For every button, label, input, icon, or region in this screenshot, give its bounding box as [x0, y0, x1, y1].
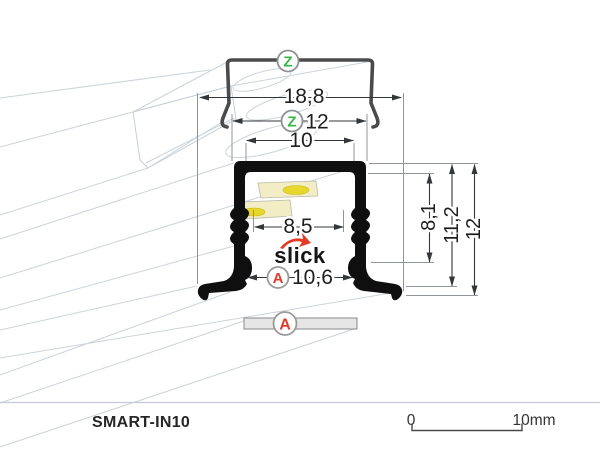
dimension-labels: 18,8 12 10 8,5 10,6 8,1 11,2 12	[281, 83, 488, 292]
diffuser-rect	[243, 317, 358, 330]
ghost-cover-endface	[132, 85, 237, 169]
marker-a-dim-label: A	[273, 270, 284, 287]
marker-a-dim-circle	[266, 266, 290, 289]
profile-body	[197, 161, 403, 301]
scale-bar: 0 10mm	[407, 412, 556, 432]
marker-z-dim-circle	[280, 109, 304, 133]
extension-lines	[197, 93, 478, 296]
dimension-lines	[199, 94, 478, 296]
dim-overall-height: 12	[463, 218, 485, 240]
dim-bottom-width: 10,6	[292, 266, 333, 289]
dim-cover-width: 12	[305, 111, 328, 134]
led-chip	[282, 185, 310, 195]
footer: SMART-IN10 0 10mm	[0, 401, 600, 432]
marker-z-dim-label: Z	[287, 114, 296, 131]
logo-text: slick	[274, 243, 326, 268]
dim-top-opening: 10	[289, 129, 312, 152]
dim-body-height: 11,2	[441, 206, 463, 243]
led-strip	[241, 180, 319, 220]
marker-a-diffuser-label: A	[279, 317, 291, 334]
dim-flange-width: 18,8	[284, 85, 325, 108]
diffuser-bar: A	[243, 311, 358, 336]
scale-bracket	[411, 423, 523, 432]
scale-zero-label: 0	[407, 412, 416, 429]
marker-a-diffuser-circle	[272, 311, 298, 336]
logo-swoosh-icon	[280, 233, 311, 249]
marker-z-cover-label: Z	[283, 54, 292, 71]
cover-profile	[220, 58, 380, 129]
scale-ten-label: 10mm	[512, 412, 555, 429]
marker-z-cover-circle	[276, 49, 300, 73]
perspective-sketch	[0, 60, 404, 448]
part-markers: Z Z A	[266, 49, 304, 289]
brand-logo: slick	[274, 233, 326, 268]
dim-inner-width: 8,5	[283, 215, 312, 238]
dim-inner-height: 8,1	[418, 203, 440, 231]
product-name: SMART-IN10	[92, 414, 190, 431]
